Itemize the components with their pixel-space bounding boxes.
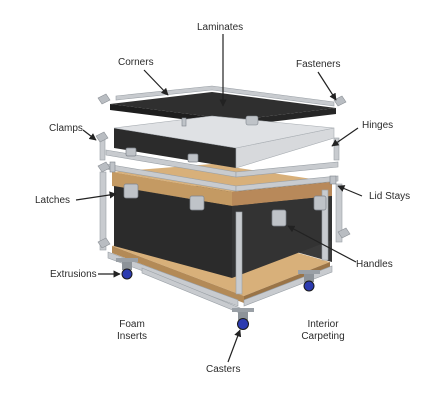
label-hinges: Hinges [362,120,394,131]
handles [271,195,327,227]
label-latches: Latches [35,195,71,206]
label-foam-inserts: Foam Inserts [110,319,154,343]
label-interior-carpeting: Interior Carpeting [296,319,350,343]
label-lid-stays: Lid Stays [369,191,411,202]
label-corners: Corners [118,57,154,68]
label-laminates: Laminates [197,22,244,33]
label-foam-inserts-line2: Inserts [116,331,147,342]
label-extrusions: Extrusions [50,269,97,280]
hardware [109,115,337,185]
label-clamps: Clamps [49,123,83,134]
leader-lines [75,34,363,363]
casters [116,258,320,330]
vertical-extrusions [99,137,343,295]
label-interior-carpeting-line2: Carpeting [301,331,345,342]
label-foam-inserts-line1: Foam [119,319,145,330]
lid-frame [115,85,335,107]
tray-extrusions [105,149,339,192]
front-door [113,115,335,169]
corners [95,93,351,249]
label-casters: Casters [206,364,241,375]
front-right-panel [232,196,332,278]
latches [123,147,205,211]
label-handles: Handles [356,259,393,270]
label-interior-carpeting-line1: Interior [307,319,339,330]
label-fasteners: Fasteners [296,59,341,70]
